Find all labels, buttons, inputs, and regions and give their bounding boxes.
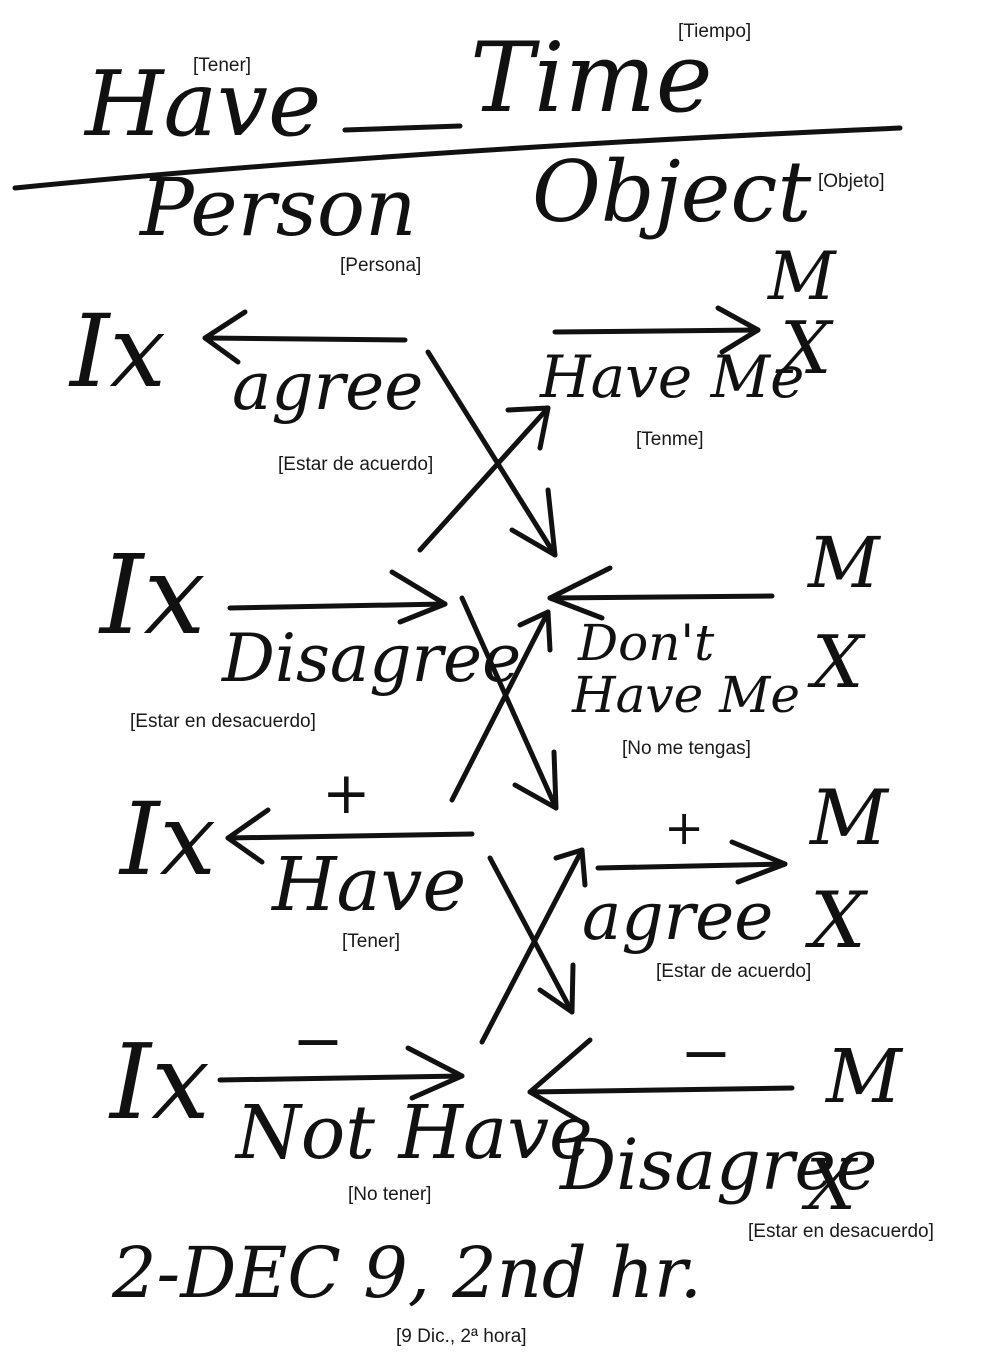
header-time: Time bbox=[470, 22, 713, 134]
row3-right-verb: agree bbox=[582, 878, 774, 955]
row1-right-arrowhead bbox=[715, 305, 761, 355]
row2-right-verb-line2: Have Me bbox=[572, 666, 800, 724]
row1-right-verb: Have Me bbox=[540, 343, 805, 411]
header-object: Object bbox=[532, 143, 812, 241]
cross-2a bbox=[459, 595, 559, 811]
row1-left-subject: Ix bbox=[70, 293, 166, 410]
row1-right-m: M bbox=[768, 238, 836, 315]
cross-3a-head bbox=[537, 962, 576, 1015]
row3-right-arrowhead bbox=[729, 839, 788, 885]
row3-left-subject: Ix bbox=[120, 781, 216, 898]
row3-left-verb: Have bbox=[272, 842, 467, 928]
row3-right-translation: [Estar de acuerdo] bbox=[656, 961, 812, 982]
header-have: Have bbox=[85, 52, 322, 157]
row2-left-translation: [Estar en desacuerdo] bbox=[130, 711, 316, 732]
row4-left-translation: [No tener] bbox=[348, 1184, 432, 1205]
row3-right-arrow bbox=[595, 861, 788, 871]
row1-left-arrowhead bbox=[202, 309, 248, 365]
row2-right-x: X bbox=[812, 620, 864, 704]
row2-right-arrowhead bbox=[547, 565, 613, 621]
cross-3b-head bbox=[553, 847, 588, 888]
header-person-translation: [Persona] bbox=[340, 255, 422, 276]
header-baseline bbox=[12, 125, 903, 191]
row1-right-arrow bbox=[552, 327, 761, 335]
row4-left-arrowhead bbox=[405, 1045, 465, 1101]
row2-right-verb-line1: Don't bbox=[578, 614, 715, 672]
row4-left-verb: Not Have bbox=[236, 1090, 593, 1176]
cross-3b bbox=[479, 847, 585, 1045]
row4-right-translation: [Estar en desacuerdo] bbox=[748, 1221, 934, 1242]
cross-3a bbox=[487, 855, 575, 1015]
cross-2b-head bbox=[517, 609, 553, 653]
row4-right-arrowhead bbox=[527, 1037, 593, 1127]
row2-right-m: M bbox=[808, 522, 880, 604]
header-time-translation: [Tiempo] bbox=[678, 21, 752, 42]
row3-left-arrowhead bbox=[225, 807, 271, 865]
row1-left-verb: agree bbox=[232, 348, 424, 425]
row3-left-arrow bbox=[225, 831, 475, 841]
row4-right-m: M bbox=[826, 1034, 902, 1120]
header-have-translation: [Tener] bbox=[193, 55, 252, 76]
row3-left-sign: + bbox=[322, 759, 371, 827]
cross-1a-head bbox=[509, 487, 558, 558]
row4-left-subject: Ix bbox=[110, 1021, 210, 1143]
cross-1b-head bbox=[505, 405, 551, 451]
footer-date: 2-DEC 9, 2nd hr. bbox=[112, 1232, 703, 1314]
row4-right-arrow bbox=[527, 1085, 795, 1095]
row3-right-sign: + bbox=[664, 800, 705, 856]
cross-1b bbox=[417, 405, 551, 553]
row4-left-arrow bbox=[217, 1073, 465, 1083]
cross-2b bbox=[449, 609, 551, 803]
header-dash bbox=[342, 123, 463, 133]
footer-date-translation: [9 Dic., 2ª hora] bbox=[396, 1326, 527, 1347]
row1-right-translation: [Tenme] bbox=[636, 429, 704, 450]
row2-left-subject: Ix bbox=[100, 531, 206, 659]
row3-right-m: M bbox=[810, 773, 888, 862]
row3-right-x: X bbox=[810, 876, 866, 966]
row4-left-sign: − bbox=[292, 1004, 344, 1077]
cross-2a-head bbox=[512, 749, 559, 811]
cross-1a bbox=[425, 349, 558, 558]
header-object-translation: [Objeto] bbox=[818, 171, 885, 192]
header-person: Person bbox=[140, 161, 417, 254]
row2-right-translation: [No me tengas] bbox=[622, 738, 751, 759]
row1-right-x: X bbox=[780, 306, 832, 390]
row2-left-verb: Disagree bbox=[222, 620, 522, 697]
row1-left-translation: [Estar de acuerdo] bbox=[278, 454, 434, 475]
row4-right-x: X bbox=[806, 1144, 856, 1226]
row1-left-arrow bbox=[202, 335, 408, 343]
row2-left-arrowhead bbox=[389, 569, 448, 625]
row3-left-translation: [Tener] bbox=[342, 931, 401, 952]
row4-right-verb: Disagree bbox=[560, 1124, 878, 1206]
row2-left-arrow bbox=[227, 601, 448, 611]
row2-right-arrow bbox=[547, 593, 775, 601]
row4-right-sign: − bbox=[680, 1016, 732, 1089]
